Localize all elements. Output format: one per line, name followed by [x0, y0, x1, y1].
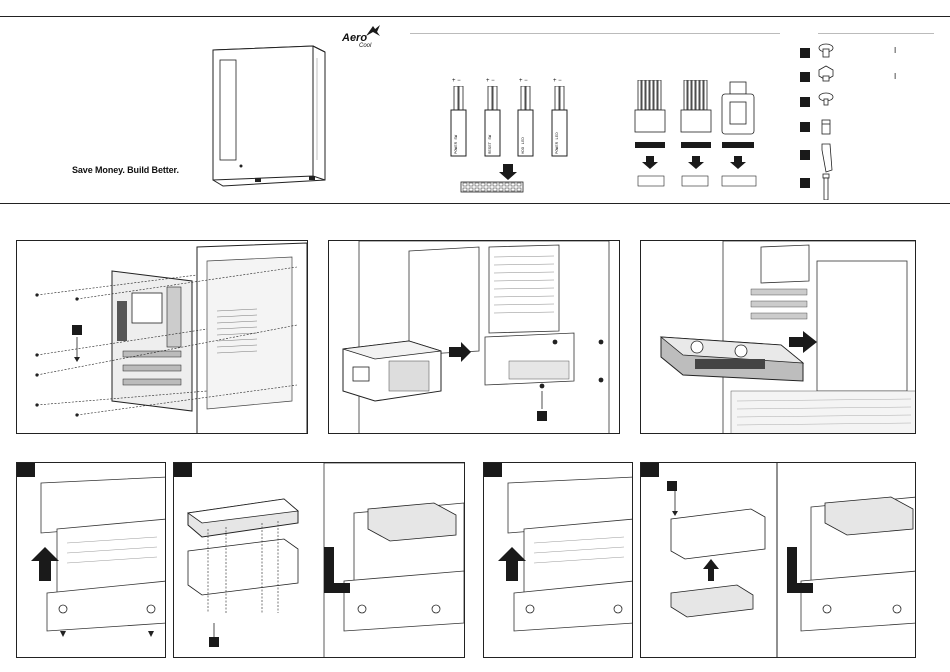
reset-sw-label: RESET SW [489, 135, 493, 154]
internal-connectors [630, 80, 760, 190]
gpu-install-art [641, 241, 916, 434]
header-line-right [818, 33, 934, 34]
accessory-badge-f [800, 178, 810, 188]
accessory-badge-d [800, 122, 810, 132]
accessory-badge-e [800, 150, 810, 160]
front-panel-connector-art [445, 86, 585, 198]
step-hdd-install-panel [173, 462, 465, 658]
step-gpu-panel [640, 240, 916, 434]
ssd-tray-remove-art [484, 463, 633, 658]
header-line-left [410, 33, 780, 34]
psu-install-art [329, 241, 620, 434]
step-badge-hdd-screw [209, 637, 219, 647]
accessory-badge-a [800, 48, 810, 58]
case-illustration [205, 40, 335, 190]
accessory-qty-a: I [894, 46, 896, 55]
header-bottom-rule [0, 203, 950, 204]
front-panel-connectors: + − + − + − + − POWER SW RESET [445, 78, 585, 198]
ssd-install-art [641, 463, 916, 658]
accessory-qty-b: I [894, 72, 896, 81]
hdd-led-polarity: + − [519, 78, 528, 84]
power-sw-label: POWER SW [455, 135, 459, 154]
step-ssd-remove-panel [483, 462, 633, 658]
hdd-install-art [174, 463, 465, 658]
accessory-list: I I [796, 40, 936, 200]
step-hdd-remove-panel [16, 462, 166, 658]
reset-sw-polarity: + − [486, 78, 495, 84]
step-ssd-install-panel [640, 462, 916, 658]
step-badge-ssd-screw [667, 481, 677, 491]
hdd-led-label: HDD LED [522, 137, 526, 154]
slogan: Save Money. Build Better. [72, 165, 179, 175]
hdd-tray-remove-art [17, 463, 166, 658]
step-badge-standoff [72, 325, 82, 335]
step-motherboard-panel [16, 240, 308, 434]
motherboard-install-art [17, 241, 308, 434]
power-led-label: POWER LED [556, 132, 560, 154]
accessory-icons [816, 40, 856, 200]
power-sw-polarity: + − [452, 78, 461, 84]
step-psu-panel [328, 240, 620, 434]
accessory-badge-c [800, 97, 810, 107]
top-rule [0, 16, 950, 17]
power-led-polarity: + − [553, 78, 562, 84]
step-badge-psu-screw [537, 411, 547, 421]
logo-subtext: Cool [359, 43, 371, 49]
accessory-badge-b [800, 72, 810, 82]
